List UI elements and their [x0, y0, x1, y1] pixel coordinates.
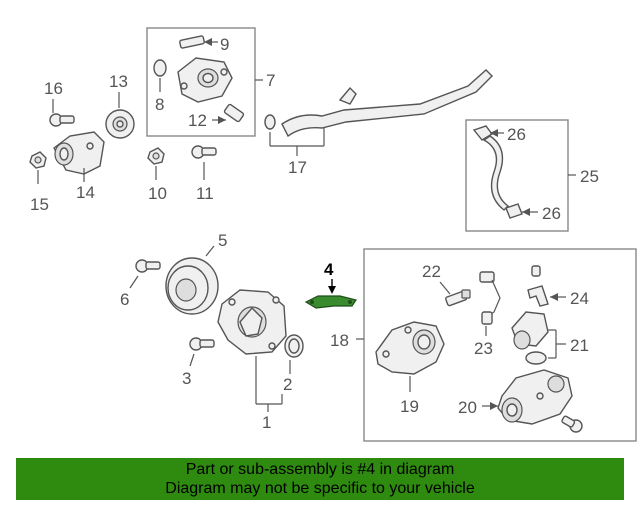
- part-hose: [482, 135, 510, 211]
- part-21-thermostat: [511, 311, 549, 365]
- notice-banner: Part or sub-assembly is #4 in diagram Di…: [16, 458, 624, 500]
- callout-26b: 26: [542, 204, 561, 223]
- part-13-gasket-flange: [105, 109, 135, 139]
- callout-20: 20: [458, 398, 477, 417]
- notice-line-1: Part or sub-assembly is #4 in diagram: [185, 461, 455, 478]
- callout-3: 3: [182, 369, 191, 388]
- callout-18: 18: [330, 331, 349, 350]
- callout-16: 16: [44, 79, 63, 98]
- part-19-housing: [375, 321, 445, 375]
- group-box-7: [146, 27, 256, 137]
- callout-12: 12: [188, 111, 207, 130]
- callout-8: 8: [155, 95, 164, 114]
- part-26b-clamp: [505, 203, 523, 219]
- callout-4: 4: [324, 260, 334, 279]
- callout-17: 17: [288, 158, 307, 177]
- callout-10: 10: [148, 184, 167, 203]
- part-20-outlet-housing: [497, 369, 573, 425]
- part-thermostat-housing: [177, 57, 233, 103]
- part-3-bolt: [189, 337, 215, 351]
- part-23-sensor-harness: [479, 271, 501, 325]
- part-14-water-inlet: [53, 131, 105, 175]
- callout-6: 6: [120, 290, 129, 309]
- callout-22: 22: [422, 262, 441, 281]
- notice-line-2: Diagram may not be specific to your vehi…: [165, 480, 475, 497]
- part-12-sensor: [212, 103, 245, 124]
- callout-2: 2: [283, 375, 292, 394]
- callout-23: 23: [474, 339, 493, 358]
- part-5-pulley: [165, 257, 219, 315]
- part-2-gasket: [284, 334, 304, 358]
- callout-9: 9: [220, 35, 229, 54]
- part-24-bracket: [527, 285, 549, 307]
- part-8-o-ring: [153, 59, 167, 77]
- callout-19: 19: [400, 397, 419, 416]
- part-11-bolt: [191, 145, 217, 159]
- callout-5: 5: [218, 231, 227, 250]
- part-17-water-pipe: [264, 69, 493, 138]
- callout-7: 7: [266, 71, 275, 90]
- part-cap: [531, 265, 541, 277]
- part-9-bolt: [179, 35, 218, 49]
- part-6-bolt: [135, 259, 161, 273]
- part-16-bolt: [49, 113, 75, 127]
- callout-15: 15: [30, 195, 49, 214]
- callout-14: 14: [76, 183, 95, 202]
- part-22-sensor: [445, 289, 471, 307]
- callout-21: 21: [570, 336, 589, 355]
- callout-13: 13: [109, 72, 128, 91]
- part-15-nut: [29, 151, 47, 169]
- callout-25: 25: [580, 167, 599, 186]
- callout-11: 11: [196, 184, 214, 203]
- callout-24: 24: [570, 289, 589, 308]
- part-4-highlighted: [304, 295, 357, 309]
- part-bolt-20: [561, 415, 583, 433]
- callout-1: 1: [262, 413, 271, 432]
- part-water-pump: [217, 289, 287, 355]
- group-box-18: [363, 248, 637, 442]
- part-10-nut: [147, 147, 165, 165]
- callout-26a: 26: [507, 125, 526, 144]
